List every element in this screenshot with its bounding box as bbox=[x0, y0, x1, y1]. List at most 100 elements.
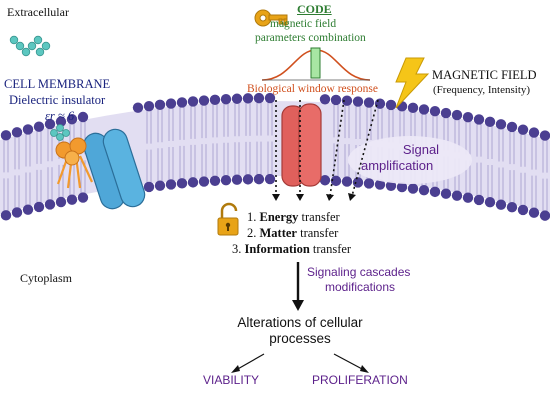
field-arrowheads bbox=[272, 193, 356, 201]
lipid-tail bbox=[520, 133, 526, 206]
lipid-tail bbox=[377, 107, 383, 181]
alterations-line1: Alterations of cellular bbox=[237, 315, 363, 330]
signal-amplification-line1: Signal bbox=[402, 142, 440, 157]
lipid-head bbox=[187, 177, 199, 188]
lipid-head bbox=[242, 93, 254, 104]
lipid-head bbox=[440, 188, 452, 199]
lipid-head bbox=[55, 196, 67, 208]
ligand-icon bbox=[9, 35, 51, 57]
membrane-band bbox=[0, 101, 550, 214]
lipid-head bbox=[66, 114, 78, 125]
lipid-tail bbox=[531, 136, 537, 209]
lipid-head bbox=[407, 183, 419, 194]
blue-channel bbox=[83, 128, 146, 210]
lipid-tail bbox=[14, 136, 20, 209]
lipid-tail bbox=[465, 121, 471, 194]
signaling-line1: Signaling cascades bbox=[307, 265, 411, 279]
lipid-tails bbox=[3, 102, 548, 212]
code-title: CODE bbox=[297, 2, 332, 16]
lipid-head bbox=[484, 197, 496, 208]
lipid-tail bbox=[487, 125, 493, 199]
lipid-heads bbox=[0, 92, 550, 221]
lipid-tail bbox=[36, 130, 42, 203]
lipid-tail bbox=[190, 105, 196, 179]
lipid-head bbox=[11, 127, 23, 138]
lipid-tail bbox=[179, 106, 185, 180]
lipid-head bbox=[264, 92, 276, 104]
lipid-tail bbox=[344, 104, 350, 178]
lipid-head bbox=[517, 124, 529, 135]
lipid-head bbox=[506, 202, 518, 213]
lipid-tail bbox=[476, 123, 482, 196]
lipid-tail bbox=[454, 119, 460, 192]
lipid-tail bbox=[47, 128, 53, 201]
lipid-head bbox=[451, 109, 463, 121]
transfer-item-2: 2. Matter transfer bbox=[247, 226, 339, 240]
membrane-title: CELL MEMBRANE bbox=[4, 77, 111, 91]
red-channel bbox=[281, 103, 322, 187]
lipid-head bbox=[165, 98, 177, 109]
lipid-head bbox=[231, 174, 243, 185]
lipid-head bbox=[528, 207, 540, 218]
magnetic-field-title: MAGNETIC FIELD bbox=[432, 68, 537, 82]
lipid-head bbox=[539, 210, 550, 221]
lipid-head bbox=[396, 181, 408, 193]
transfer-item-1: 1. Energy transfer bbox=[247, 210, 340, 224]
biological-window-label: Biological window response bbox=[247, 83, 378, 95]
membrane-subtitle: Dielectric insulator bbox=[9, 93, 106, 107]
lipid-head bbox=[187, 96, 199, 107]
lipid-head bbox=[429, 186, 441, 198]
lipid-head bbox=[352, 96, 364, 107]
lipid-head bbox=[11, 207, 23, 218]
lipid-head bbox=[330, 175, 342, 187]
lipid-head bbox=[473, 194, 485, 206]
lipid-head bbox=[77, 192, 89, 203]
lipid-tail bbox=[25, 133, 31, 206]
lipid-head bbox=[341, 176, 353, 187]
signal-amplification-glow bbox=[348, 136, 472, 184]
lipid-head bbox=[352, 177, 364, 188]
lipid-head bbox=[451, 190, 463, 201]
ligand-icon bbox=[50, 124, 70, 141]
signal-amplification-line2: amplification bbox=[361, 158, 434, 173]
receptor bbox=[55, 137, 93, 189]
lipid-head bbox=[506, 121, 518, 133]
lipid-head bbox=[253, 173, 265, 185]
lipid-head bbox=[198, 95, 210, 106]
lipid-head bbox=[495, 199, 507, 210]
permittivity-label: εr ≈ 6 bbox=[45, 109, 75, 123]
lipid-tail bbox=[432, 115, 438, 188]
lipid-head bbox=[55, 116, 67, 127]
lipid-tail bbox=[212, 103, 218, 177]
lipid-head bbox=[143, 181, 155, 193]
lipid-head bbox=[220, 175, 232, 186]
arrowhead-proliferation bbox=[360, 365, 369, 373]
lipid-head bbox=[385, 99, 397, 111]
lipid-head bbox=[330, 94, 342, 106]
lipid-head bbox=[209, 175, 221, 187]
lipid-head bbox=[44, 118, 56, 130]
key-icon bbox=[254, 9, 288, 27]
lipid-head bbox=[176, 178, 188, 189]
lipid-head bbox=[429, 106, 441, 117]
proliferation-label: PROLIFERATION bbox=[312, 373, 408, 387]
lipid-tail bbox=[146, 110, 152, 183]
lipid-head bbox=[418, 104, 430, 115]
lipid-tail bbox=[355, 105, 361, 179]
lipid-tail bbox=[366, 106, 372, 180]
code-line1: magnetic field bbox=[270, 18, 337, 30]
lipid-head bbox=[264, 173, 276, 185]
lipid-head bbox=[341, 95, 353, 106]
lipid-head bbox=[242, 174, 254, 185]
lipid-head bbox=[22, 204, 34, 215]
lipid-head bbox=[154, 99, 166, 111]
code-selector-bar bbox=[310, 47, 321, 79]
lipid-head bbox=[385, 180, 397, 191]
lipid-head bbox=[484, 116, 496, 128]
lightning-icon bbox=[395, 57, 430, 109]
lipid-head bbox=[33, 121, 45, 132]
lipid-head bbox=[22, 124, 34, 135]
lipid-tail bbox=[223, 103, 229, 177]
lipid-tail bbox=[498, 128, 504, 201]
lipid-head bbox=[198, 176, 210, 187]
